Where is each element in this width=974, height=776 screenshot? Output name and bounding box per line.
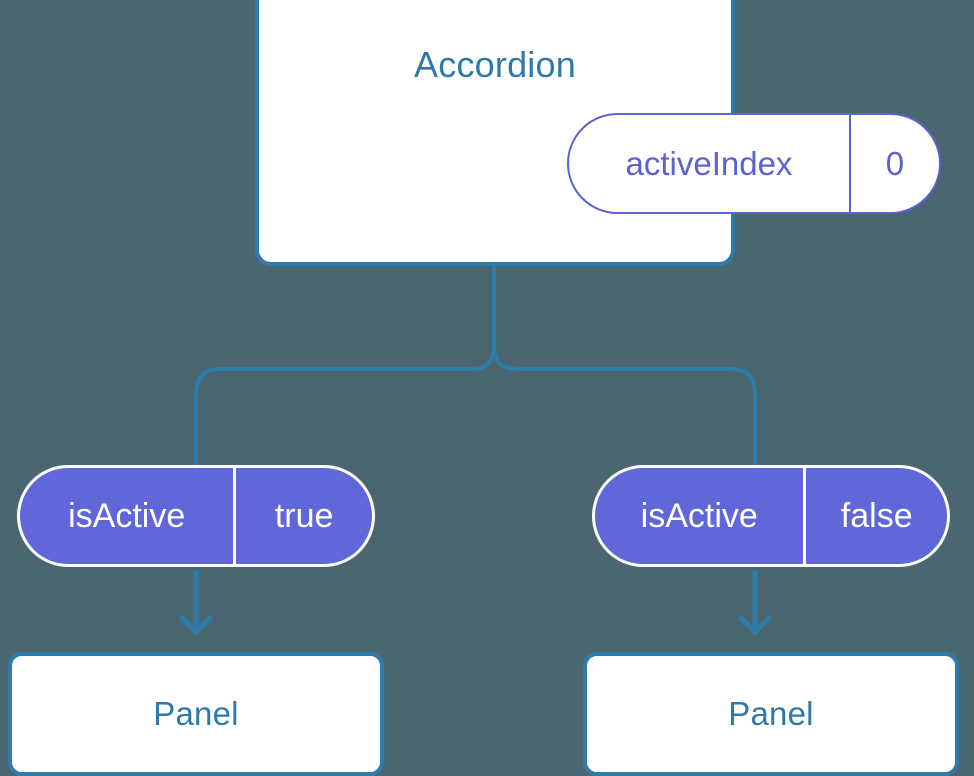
state-value-label: false — [803, 468, 947, 564]
state-key-label: isActive — [68, 496, 186, 535]
state-pill-is-active-true[interactable]: isActive true — [17, 465, 375, 567]
component-title-panel: Panel — [153, 695, 239, 732]
component-card-accordion[interactable]: Accordion activeIndex 0 — [255, 0, 941, 266]
arrow-left-down-icon — [179, 570, 213, 635]
arrow-right-down-icon — [738, 570, 772, 635]
state-pill-active-index[interactable]: activeIndex 0 — [567, 113, 941, 214]
component-card-panel-left[interactable]: Panel — [8, 652, 384, 776]
component-title-accordion: Accordion — [414, 44, 576, 85]
component-title-panel: Panel — [728, 695, 814, 732]
branch-right-connector — [492, 342, 757, 468]
component-card-panel-right[interactable]: Panel — [583, 652, 959, 776]
trunk-connector — [194, 266, 496, 468]
state-pill-is-active-false[interactable]: isActive false — [592, 465, 950, 567]
state-key-label: isActive — [640, 496, 758, 535]
state-value-label: 0 — [848, 115, 939, 212]
state-value-label: true — [233, 468, 372, 564]
state-key-label: activeIndex — [625, 144, 793, 182]
